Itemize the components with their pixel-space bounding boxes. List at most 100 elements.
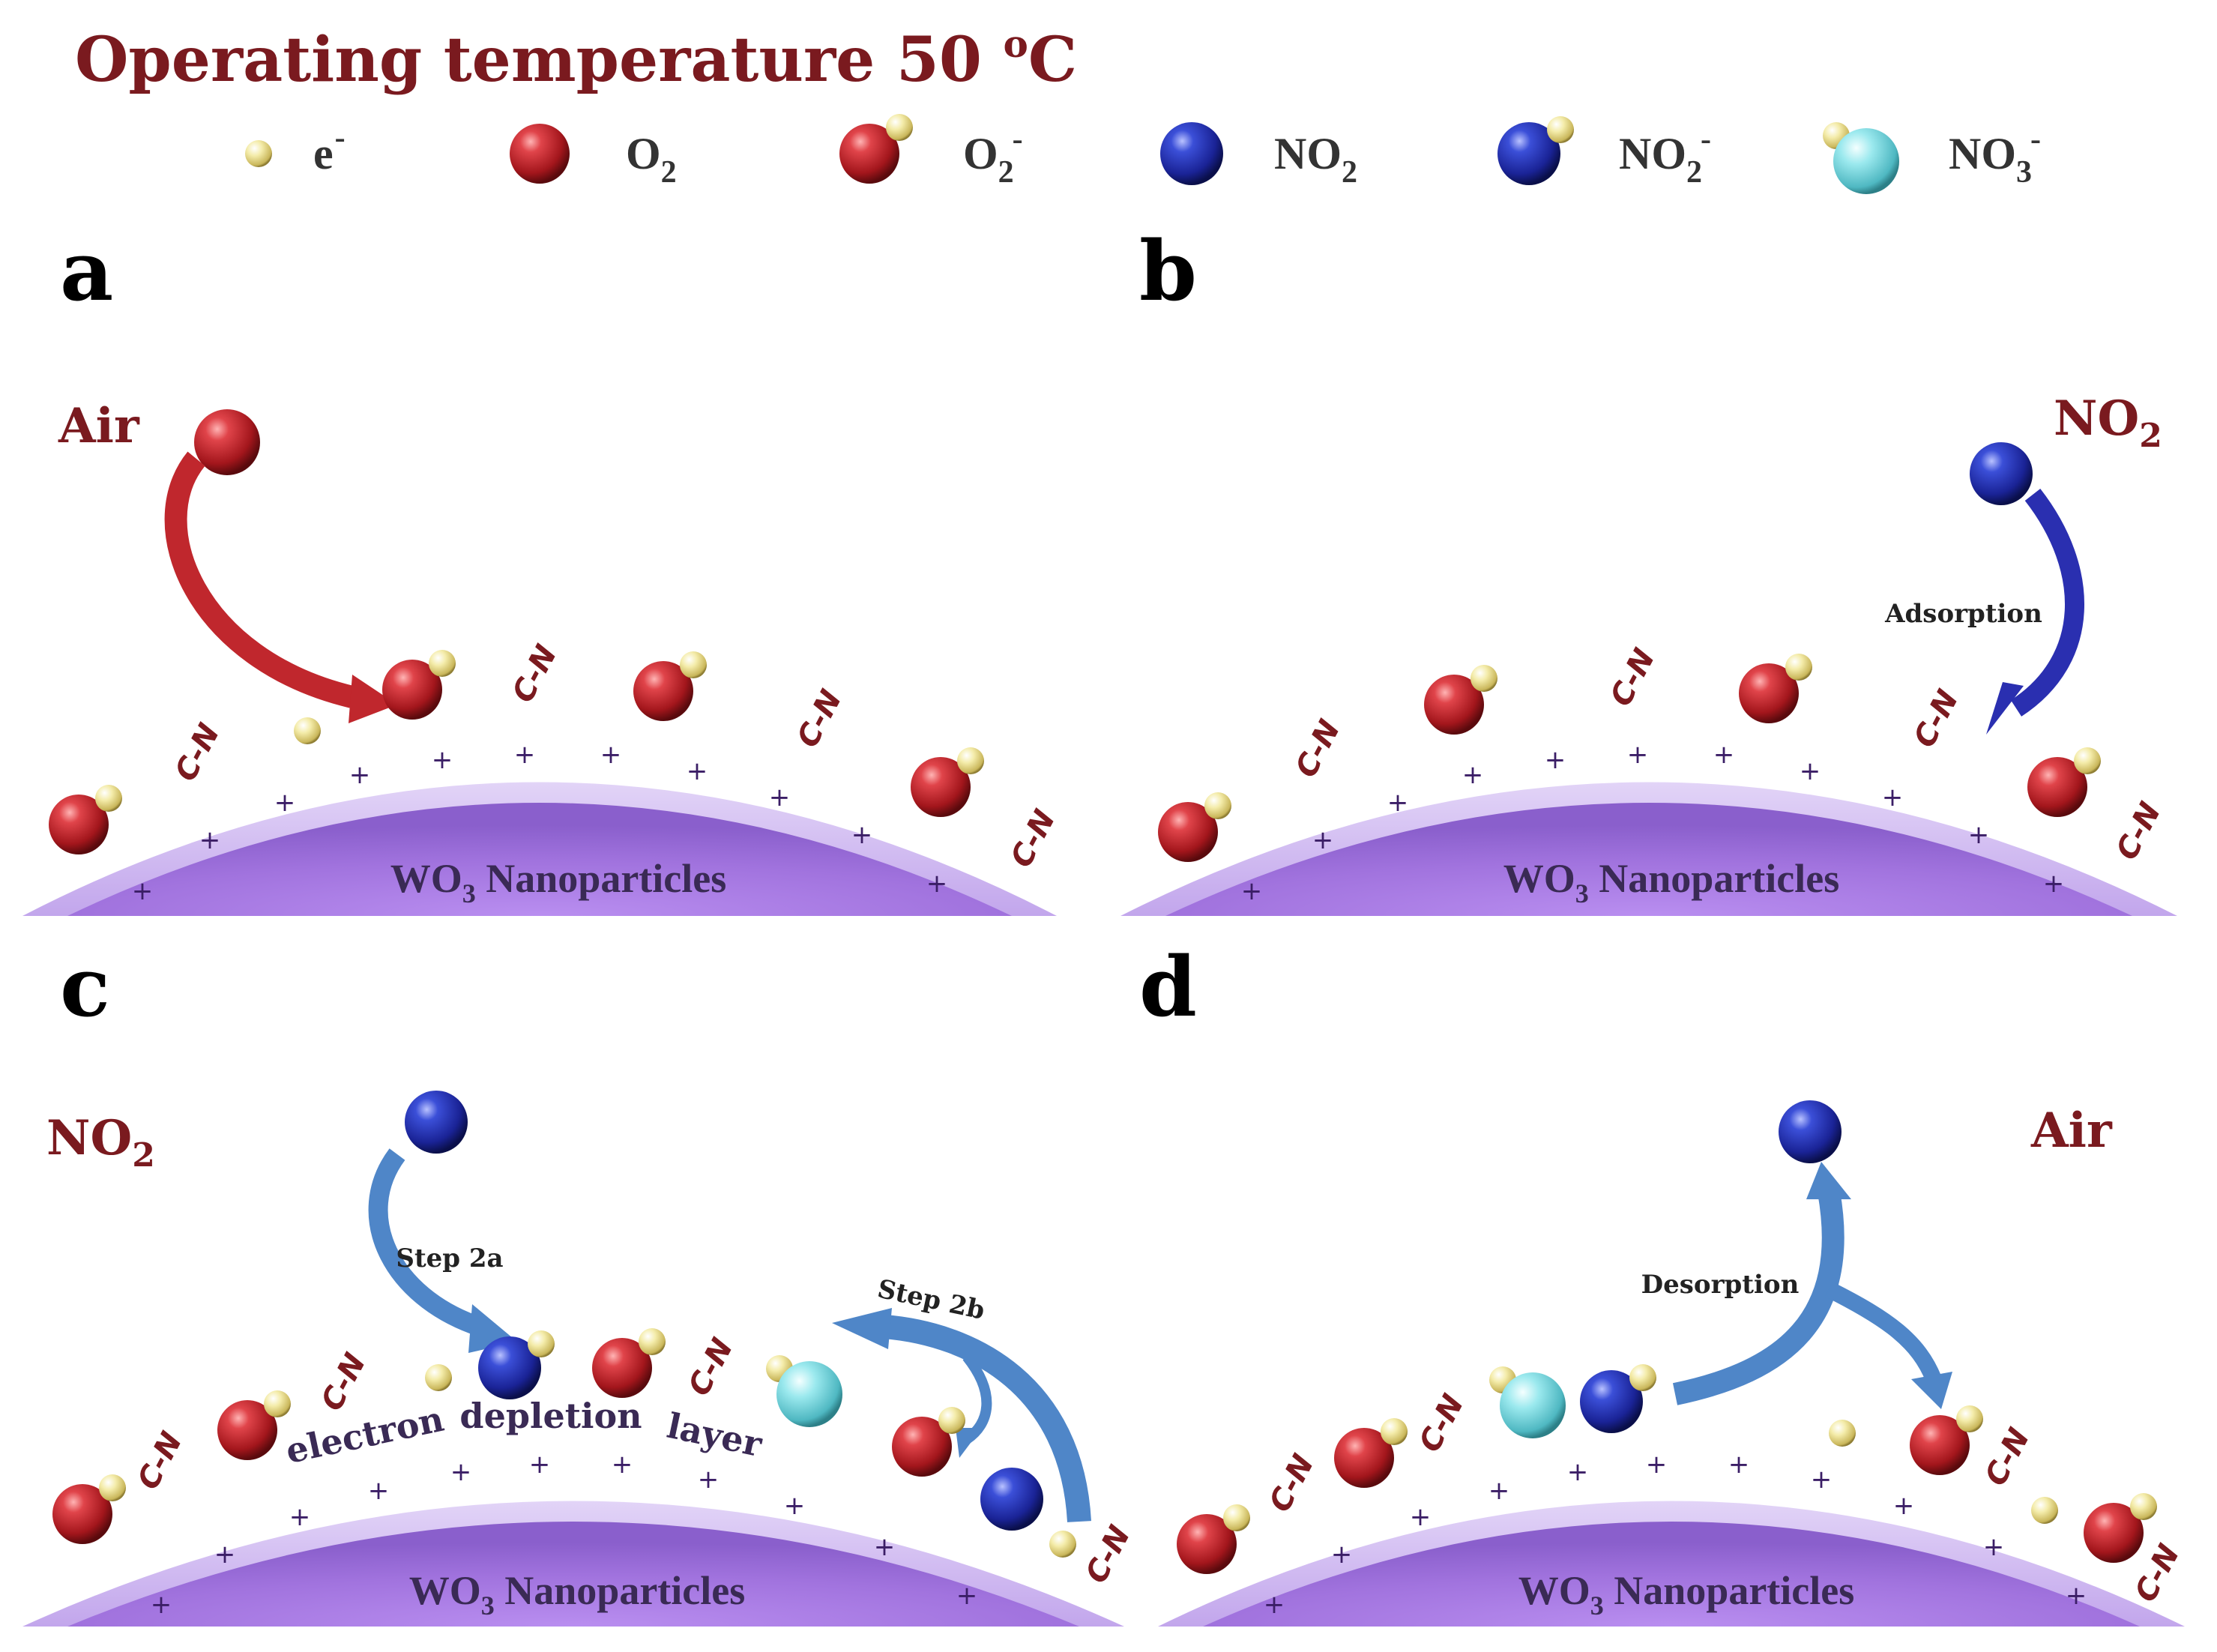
- adsorption-arrow: [164, 451, 397, 723]
- electron-icon: [957, 747, 984, 774]
- o2-ion-icon: [1177, 1504, 1250, 1574]
- positive-charge: +: [432, 745, 453, 775]
- electron-icon: [886, 114, 913, 141]
- positive-charge: +: [612, 1450, 633, 1480]
- positive-charge: +: [2043, 869, 2065, 899]
- o2-sphere: [592, 1338, 652, 1398]
- positive-charge: +: [1264, 1590, 1285, 1620]
- positive-charge: +: [1800, 756, 1821, 786]
- wo3-nanoparticle: [1120, 782, 2177, 916]
- electron-icon: [680, 651, 707, 678]
- no3-sphere: [1833, 128, 1899, 194]
- particle-core: [67, 1522, 1079, 1627]
- positive-charge: +: [1387, 788, 1409, 818]
- electron-icon: [95, 785, 122, 812]
- no3-ion-icon: [1489, 1366, 1566, 1438]
- legend-label: NO2-: [1619, 122, 1711, 190]
- electron-icon: [528, 1330, 555, 1357]
- positive-charge: +: [1882, 783, 1904, 813]
- positive-charge: +: [2066, 1581, 2087, 1611]
- positive-charge: +: [1728, 1450, 1750, 1480]
- cn-label: C-N: [1289, 714, 1348, 783]
- positive-charge: +: [1968, 820, 1990, 850]
- particle-core: [1203, 1522, 2140, 1627]
- positive-charge: +: [1410, 1502, 1432, 1532]
- edl-label-2: depletion: [459, 1396, 642, 1436]
- o2-sphere: [1177, 1514, 1237, 1574]
- electron-icon: [1547, 116, 1574, 143]
- legend-item-no2: NO2: [1160, 122, 1357, 190]
- no2-ion-icon: [1580, 1364, 1656, 1433]
- panel-letter: d: [1139, 938, 1197, 1035]
- positive-charge: +: [687, 756, 708, 786]
- edl-label-1: electron: [283, 1399, 447, 1471]
- electron-icon: [2074, 747, 2101, 774]
- legend-label: O2-: [963, 122, 1023, 190]
- o2-sphere: [217, 1400, 277, 1460]
- o2-sphere: [633, 661, 693, 721]
- o2-ion-icon: [911, 747, 984, 817]
- positive-charge: +: [1241, 876, 1263, 906]
- positive-charge: +: [1545, 745, 1566, 775]
- no2-molecule-icon: [1970, 442, 2033, 505]
- positive-charge: +: [529, 1450, 551, 1480]
- step-2b-arrow: [832, 1308, 1091, 1522]
- o2-ion-icon: [1424, 665, 1497, 735]
- electron-icon: [1223, 1504, 1250, 1531]
- o2-ion-icon: [49, 785, 122, 854]
- electron-icon: [639, 1328, 666, 1355]
- o2-sphere: [1910, 1415, 1970, 1475]
- positive-charge: +: [600, 740, 622, 770]
- o2-sphere: [911, 757, 971, 817]
- step-2a-label: Step 2a: [396, 1243, 503, 1273]
- positive-charge: +: [1312, 825, 1334, 855]
- o2-sphere: [1739, 663, 1799, 723]
- o2-ion-icon: [839, 114, 913, 184]
- positive-charge: +: [132, 876, 154, 906]
- electron-icon: [2031, 1497, 2058, 1524]
- positive-charge: +: [1331, 1540, 1353, 1570]
- panel-letter: b: [1139, 223, 1197, 319]
- positive-charge: +: [956, 1581, 978, 1611]
- positive-charge: +: [214, 1540, 236, 1570]
- panel-letter: c: [60, 938, 110, 1035]
- o2-sphere: [2084, 1503, 2144, 1563]
- no2-ion-icon: [478, 1330, 555, 1399]
- o2-sphere: [839, 124, 899, 184]
- svg-text:Operating temperature 50 oC: Operating temperature 50 oC: [75, 22, 1077, 96]
- o2-sphere: [1424, 675, 1484, 735]
- edl-label-3: layer: [663, 1405, 766, 1465]
- electron-icon: [1049, 1531, 1076, 1558]
- electron-icon: [1204, 792, 1231, 819]
- o2-ion-icon: [1334, 1418, 1408, 1488]
- positive-charge: +: [926, 869, 948, 899]
- o2-ion-icon: [592, 1328, 666, 1398]
- cn-label: C-N: [1979, 1423, 2037, 1492]
- no2-ion-icon: [1497, 116, 1574, 185]
- electron-icon: [2130, 1493, 2157, 1520]
- no3-sphere: [1500, 1372, 1566, 1438]
- positive-charge: +: [698, 1465, 720, 1495]
- cn-label: C-N: [315, 1348, 373, 1417]
- particle-core: [1165, 803, 2132, 916]
- o2-sphere: [2027, 757, 2087, 817]
- electron-icon: [1785, 654, 1812, 681]
- o2-ion-icon: [1910, 1405, 1983, 1475]
- electron-icon: [429, 650, 456, 677]
- positive-charge: +: [851, 820, 873, 850]
- cn-label: C-N: [169, 718, 227, 787]
- o2-sphere: [49, 795, 109, 854]
- cn-label: C-N: [1004, 804, 1063, 873]
- o2-sphere: [382, 660, 442, 720]
- no3-ion-icon: [1823, 122, 1899, 194]
- o2-sphere: [1158, 802, 1218, 862]
- cn-label: C-N: [2110, 797, 2168, 866]
- legend-item-no2m: NO2-: [1497, 116, 1711, 190]
- electron-icon: [99, 1474, 126, 1501]
- positive-charge: +: [1646, 1450, 1668, 1480]
- positive-charge: +: [151, 1590, 172, 1620]
- o2-ion-icon: [1158, 792, 1231, 862]
- cn-label: C-N: [791, 684, 849, 753]
